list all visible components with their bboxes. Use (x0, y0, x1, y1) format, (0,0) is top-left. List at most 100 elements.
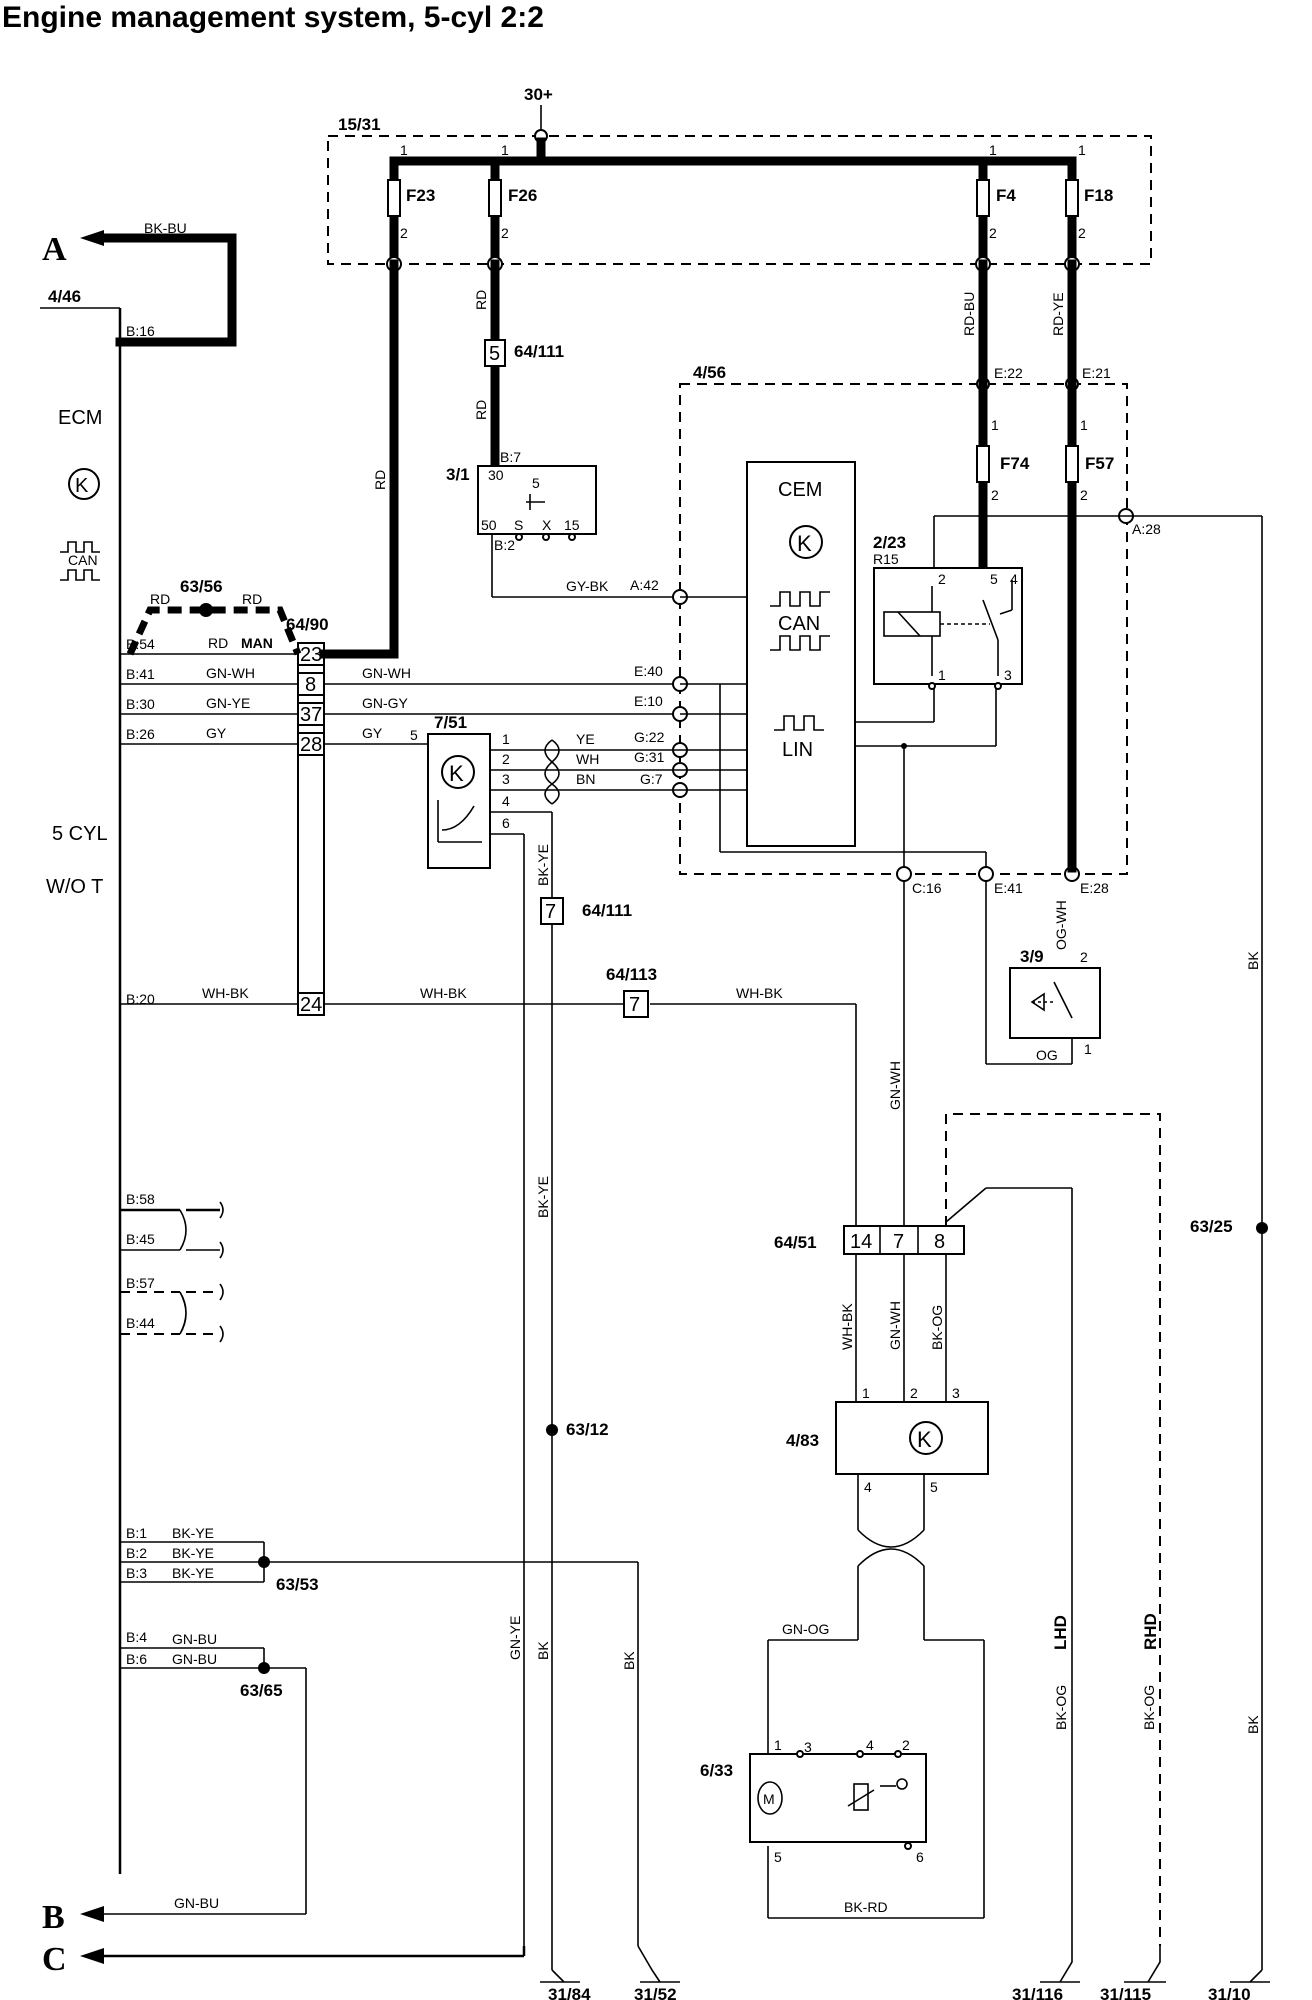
pin-label: E:22 (994, 365, 1023, 381)
pin-label: 4 (502, 793, 510, 809)
pin-label: 5 (930, 1479, 938, 1495)
component-label: 4/56 (693, 363, 726, 382)
wire-label: WH-BK (202, 985, 249, 1001)
pin-label: 2 (991, 487, 999, 503)
wire-label: MAN (241, 635, 273, 651)
wire-label: WH-BK (839, 1303, 855, 1350)
can-signal-icon (770, 591, 830, 607)
component-label: 3/9 (1020, 947, 1044, 966)
svg-text:M: M (763, 1791, 775, 1807)
svg-text:K: K (75, 475, 89, 497)
wire-label: GN-WH (362, 665, 411, 681)
pin-label: 24 (300, 994, 322, 1016)
ground-label: 31/115 (1100, 1985, 1151, 2000)
pin-label: S (514, 517, 523, 533)
connector-label: 64/111 (582, 901, 632, 920)
pin-label: 3 (502, 771, 510, 787)
pin-label: B:2 (494, 537, 515, 553)
pin-label: 1 (774, 1737, 782, 1753)
pin-label: 50 (481, 517, 497, 533)
wire-label: GN-OG (782, 1621, 829, 1637)
pin-label: 2 (1078, 225, 1086, 241)
ecm-id: 4/46 (48, 287, 81, 306)
wire-label: BK (621, 1651, 637, 1670)
ecm-pin: B:6 (126, 1651, 147, 1667)
ground-label: 31/10 (1208, 1985, 1251, 2000)
wire-label: BK (1245, 1715, 1261, 1734)
wire-label: BK-OG (929, 1305, 945, 1350)
wire-label: BK (1245, 951, 1261, 970)
pin-label: E:28 (1080, 880, 1109, 896)
ground-label: 31/84 (548, 1985, 591, 2000)
pin-label: 4 (1010, 571, 1018, 587)
ecm-4-46: 4/46 ECM K CAN 5 CYL W/O T B:16 B:54 B:4… (40, 287, 155, 1874)
pin-label: 3 (952, 1385, 960, 1401)
wire-label: BK-YE (172, 1545, 214, 1561)
pin-label: 2 (1080, 949, 1088, 965)
wire-label: GN-YE (507, 1616, 523, 1660)
pin-label: 1 (501, 142, 509, 158)
splice-label: 63/53 (276, 1575, 319, 1594)
arrow-b-label: B (42, 1899, 65, 1936)
ecm-pin: B:20 (126, 991, 155, 1007)
pin-label: 7 (893, 1231, 904, 1253)
ecm-pin: B:1 (126, 1525, 147, 1541)
ecm-pin: B:57 (126, 1275, 155, 1291)
wire-label: GN-WH (887, 1301, 903, 1350)
cem-4-56: 4/56 CEM K CAN LIN (679, 363, 1128, 875)
wire-label: OG (1036, 1047, 1058, 1063)
wire-label: GY (362, 725, 383, 741)
variant-label-1: 5 CYL (52, 823, 108, 845)
wire-label: GN-WH (206, 665, 255, 681)
motor-6-33: 6/33 M 1 3 4 2 5 6 (700, 1737, 927, 1865)
splice-63-65: GN-BU GN-BU 63/65 (104, 1631, 307, 1915)
switch-3-9: 3/9 2 1 (1009, 947, 1101, 1057)
pin-label: 7 (545, 901, 556, 923)
wire-label: RD (150, 591, 170, 607)
arrow-c: C (42, 1941, 526, 1978)
pin-label: 1 (1078, 142, 1086, 158)
connector-label: 64/113 (606, 965, 657, 984)
pin-label: E:41 (994, 880, 1023, 896)
ground-label: 31/116 (1012, 1985, 1063, 2000)
pin-label: X (542, 517, 552, 533)
arrow-a-label: A (42, 231, 67, 268)
splice-dot (1256, 1222, 1268, 1234)
pin-label: 1 (1084, 1041, 1092, 1057)
wire-label: BK-OG (1141, 1685, 1157, 1730)
pin-label: 5 (489, 343, 500, 365)
pin-label: 1 (991, 417, 999, 433)
pin-label: 23 (300, 644, 322, 666)
ecm-pin: B:58 (126, 1191, 155, 1207)
arrow-b: B GN-BU (42, 1895, 219, 1936)
ecm-twisted-pairs (120, 1201, 224, 1343)
component-label: 4/83 (786, 1431, 819, 1450)
ecm-pin: B:44 (126, 1315, 155, 1331)
pin-label: 3 (1004, 667, 1012, 683)
pin-label: 15 (564, 517, 580, 533)
connector-64-51: 64/51 14 7 8 (774, 1225, 965, 1255)
wire-label: GN-BU (172, 1631, 217, 1647)
pin-label: 6 (916, 1849, 924, 1865)
pin-label: 7 (629, 994, 640, 1016)
pin-label: 1 (502, 731, 510, 747)
wire-label: GN-YE (206, 695, 250, 711)
control-unit-icon (789, 525, 823, 559)
supply-label: 30+ (524, 85, 553, 104)
wire-label: OG-WH (1053, 900, 1069, 950)
fuse-f18-label: F18 (1084, 186, 1113, 205)
fan-7-51: 7/51 K 5 1 2 3 4 6 (410, 713, 510, 869)
arrow-a: A BK-BU (42, 220, 237, 347)
pin-label: 2 (1080, 487, 1088, 503)
wire-label: RD (242, 591, 262, 607)
control-unit-icon (441, 755, 475, 789)
pin-label: 1 (938, 667, 946, 683)
component-label: 3/1 (446, 465, 470, 484)
pin-label: E:21 (1082, 365, 1111, 381)
pin-label: E:10 (634, 693, 663, 709)
control-unit-icon (909, 1421, 943, 1455)
pin-label: 6 (502, 815, 510, 831)
pin-label: 2 (501, 225, 509, 241)
pin-label: 5 (774, 1849, 782, 1865)
splice-label: 63/56 (180, 577, 223, 596)
